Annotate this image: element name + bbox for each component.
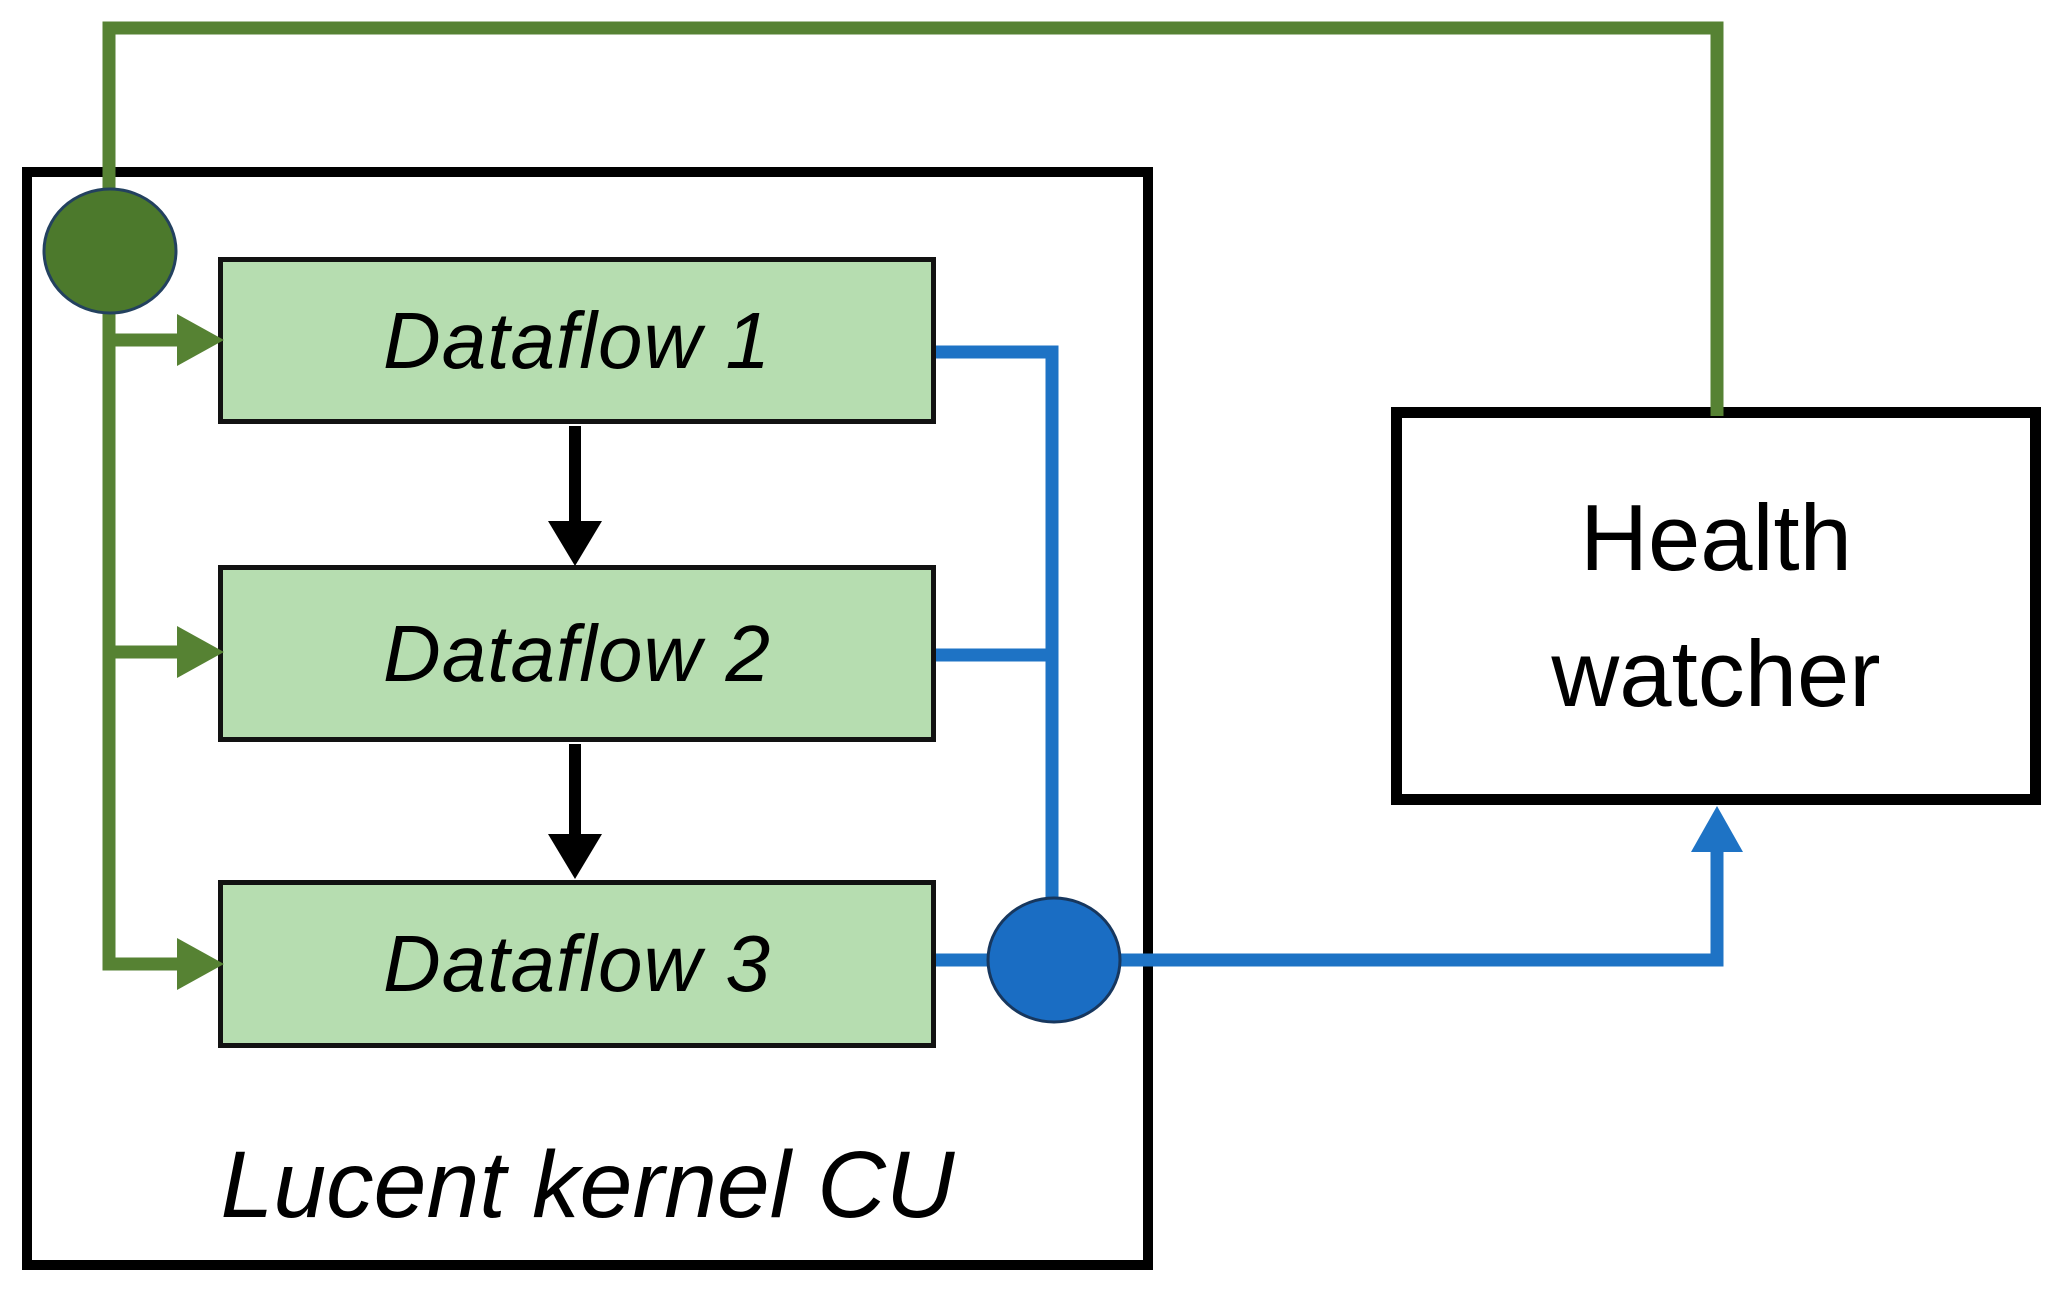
lucent-kernel-cu-label: Lucent kernel CU bbox=[220, 1132, 955, 1238]
dataflow2-node: Dataflow 2 bbox=[218, 565, 936, 742]
dataflow1-node: Dataflow 1 bbox=[218, 257, 936, 424]
health-watcher-label-line2: watcher bbox=[1551, 621, 1881, 726]
dataflow3-label: Dataflow 3 bbox=[383, 919, 771, 1008]
health-watcher-label-line1: Health bbox=[1580, 484, 1852, 590]
dataflow2-label: Dataflow 2 bbox=[383, 608, 771, 698]
health-watcher-node: Health watcher bbox=[1391, 407, 2041, 805]
dataflow3-node: Dataflow 3 bbox=[218, 880, 936, 1048]
blue-arrowhead-health-watcher bbox=[1691, 806, 1743, 852]
dataflow1-label: Dataflow 1 bbox=[383, 295, 771, 385]
